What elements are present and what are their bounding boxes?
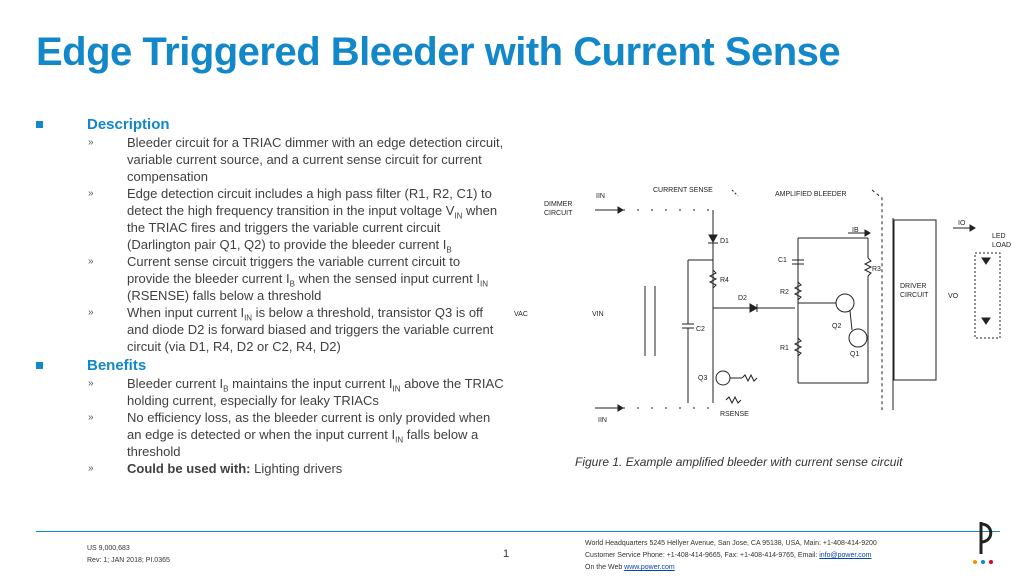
benefit-item: »Could be used with: Lighting drivers — [88, 461, 343, 476]
label-vo: VO — [948, 293, 959, 300]
benefit-item: »No efficiency loss, as the bleeder curr… — [88, 410, 491, 459]
label-c2: C2 — [696, 326, 705, 333]
label-q1: Q1 — [850, 351, 859, 358]
label-amplified-bleeder: AMPLIFIED BLEEDER — [775, 191, 847, 198]
page-title: Edge Triggered Bleeder with Current Sens… — [36, 30, 841, 74]
footer-contact: World Headquarters 5245 Hellyer Avenue, … — [585, 538, 877, 574]
chevron-bullet-icon: » — [88, 137, 94, 148]
description-item: »Bleeder circuit for a TRIAC dimmer with… — [88, 135, 504, 184]
label-vin: VIN — [592, 311, 604, 318]
label-r1: R1 — [780, 345, 789, 352]
email-link[interactable]: info@power.com — [819, 552, 872, 559]
label-io: IO — [958, 220, 966, 227]
label-d1: D1 — [720, 238, 729, 245]
figure-caption: Figure 1. Example amplified bleeder with… — [575, 455, 903, 469]
label-driver: DRIVER — [900, 283, 926, 290]
benefit-item: »Bleeder current IB maintains the input … — [88, 376, 504, 408]
website-link[interactable]: www.power.com — [624, 564, 675, 571]
label-driver-circuit: CIRCUIT — [900, 292, 929, 299]
description-list: »Bleeder circuit for a TRIAC dimmer with… — [36, 134, 506, 355]
label-dimmer: DIMMER — [544, 201, 572, 208]
circuit-figure: DIMMER CIRCUIT IIN CURRENT SENSE AMPLIFI… — [510, 178, 1016, 438]
chevron-bullet-icon: » — [88, 188, 94, 199]
description-item: »Current sense circuit triggers the vari… — [88, 254, 488, 303]
label-q3: Q3 — [698, 375, 707, 382]
label-load: LOAD — [992, 242, 1011, 249]
chevron-bullet-icon: » — [88, 378, 94, 389]
description-item: »When input current IIN is below a thres… — [88, 305, 494, 354]
label-r4: R4 — [720, 277, 729, 284]
label-dimmer-circuit: CIRCUIT — [544, 210, 573, 217]
label-current-sense: CURRENT SENSE — [653, 187, 713, 194]
label-r2: R2 — [780, 289, 789, 296]
label-led: LED — [992, 233, 1006, 240]
label-rsense: RSENSE — [720, 411, 749, 418]
circuit-diagram: DIMMER CIRCUIT IIN CURRENT SENSE AMPLIFI… — [514, 187, 1011, 424]
description-item: »Edge detection circuit includes a high … — [88, 186, 498, 255]
label-r3: R3 — [872, 266, 881, 273]
revision-info: Rev: 1; JAN 2018; PI.0365 — [87, 557, 170, 564]
patent-number: US 9,000,683 — [87, 545, 130, 552]
section-description-heading: Description — [36, 115, 506, 134]
label-vac: VAC — [514, 311, 528, 318]
chevron-bullet-icon: » — [88, 412, 94, 423]
label-ib: IB — [852, 227, 859, 234]
square-bullet-icon — [36, 121, 43, 128]
square-bullet-icon — [36, 362, 43, 369]
section-benefits-heading: Benefits — [36, 356, 506, 375]
chevron-bullet-icon: » — [88, 256, 94, 267]
footer-left: US 9,000,683 Rev: 1; JAN 2018; PI.0365 — [87, 543, 170, 567]
chevron-bullet-icon: » — [88, 463, 94, 474]
power-integrations-logo-icon — [972, 518, 1002, 568]
page-number: 1 — [503, 548, 510, 560]
chevron-bullet-icon: » — [88, 307, 94, 318]
label-iin-top: IIN — [596, 193, 605, 200]
footer-divider — [36, 531, 1000, 532]
content-column: Description »Bleeder circuit for a TRIAC… — [36, 114, 506, 477]
customer-service: Customer Service Phone: +1-408-414-9665,… — [585, 552, 872, 559]
benefits-list: »Bleeder current IB maintains the input … — [36, 375, 506, 477]
label-c1: C1 — [778, 257, 787, 264]
label-iin-bottom: IIN — [598, 417, 607, 424]
label-d2: D2 — [738, 295, 747, 302]
hq-address: World Headquarters 5245 Hellyer Avenue, … — [585, 540, 877, 547]
label-q2: Q2 — [832, 323, 841, 330]
website: On the Web www.power.com — [585, 564, 675, 571]
